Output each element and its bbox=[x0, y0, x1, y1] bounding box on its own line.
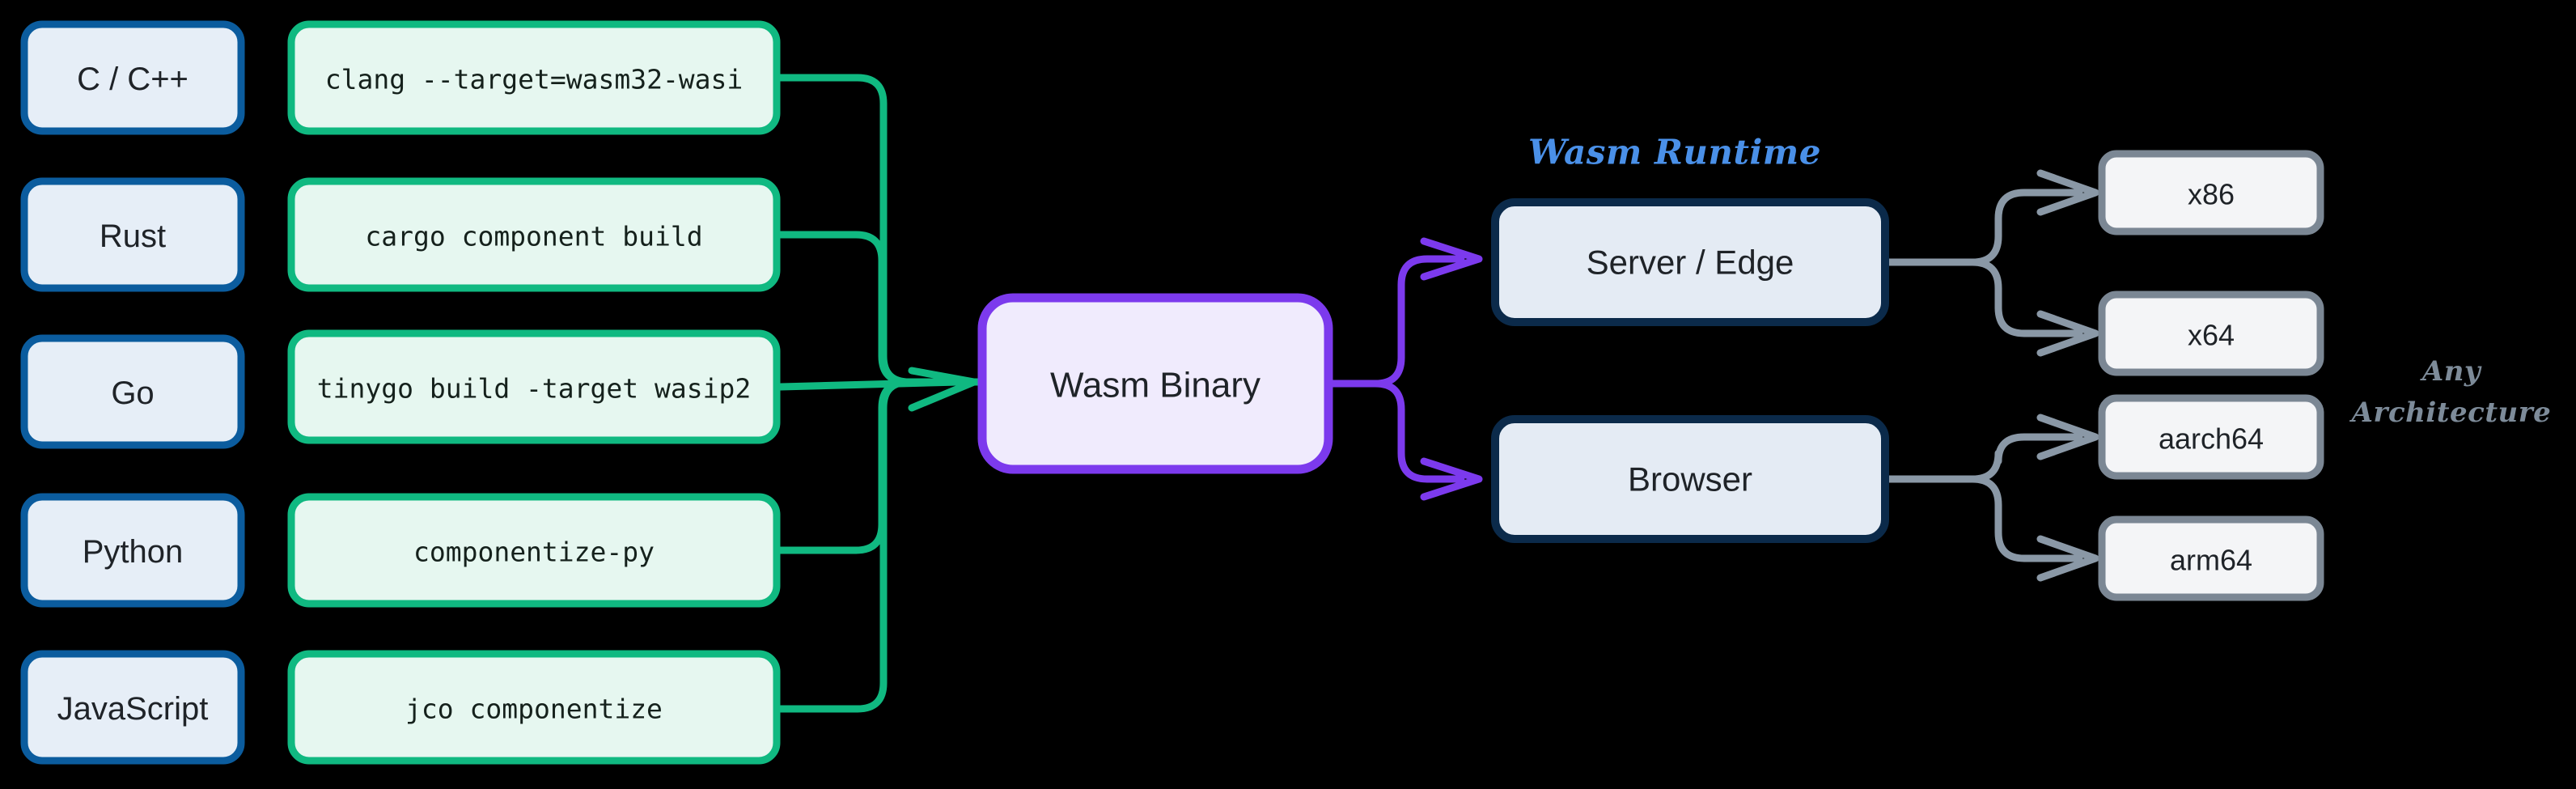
arrowhead-into-server-edge bbox=[1420, 237, 1483, 281]
node-language-2[interactable]: Go bbox=[20, 334, 245, 449]
edge-browser-to-arm64 bbox=[1968, 475, 2083, 562]
runtime-nodes-group: Server / Edge Browser bbox=[1491, 198, 1889, 543]
arrowhead-into-aarch64 bbox=[2036, 414, 2099, 460]
edge-componentize-py-to-binary bbox=[777, 378, 963, 554]
node-architecture-x64[interactable]: x64 bbox=[2098, 291, 2324, 376]
language-nodes-group: C / C++ Rust Go Python JavaScript bbox=[20, 20, 245, 765]
any-architecture-annotation-line2: Architecture bbox=[2349, 397, 2552, 429]
edge-server-edge-to-x86 bbox=[1968, 189, 2083, 266]
node-wasm-binary[interactable]: Wasm Binary bbox=[977, 293, 1333, 474]
edge-server-edge-to-x64 bbox=[1968, 258, 2083, 337]
node-architecture-x64-box[interactable] bbox=[2098, 291, 2324, 376]
node-language-3-box[interactable] bbox=[20, 493, 245, 608]
node-language-1-box[interactable] bbox=[20, 177, 245, 292]
node-language-3[interactable]: Python bbox=[20, 493, 245, 608]
node-command-2-box[interactable] bbox=[287, 329, 781, 444]
node-language-0-box[interactable] bbox=[20, 20, 245, 135]
wasm-runtime-annotation: Wasm Runtime bbox=[1528, 133, 1821, 172]
node-command-0[interactable]: clang --target=wasm32-wasi bbox=[287, 20, 781, 135]
node-architecture-x86[interactable]: x86 bbox=[2098, 150, 2324, 235]
node-command-4[interactable]: jco componentize bbox=[287, 650, 781, 765]
node-runtime-server-edge[interactable]: Server / Edge bbox=[1491, 198, 1889, 326]
edge-clang-to-binary bbox=[777, 74, 963, 386]
edges-commands-to-binary bbox=[777, 74, 982, 713]
arrowhead-into-x86 bbox=[2036, 169, 2099, 216]
node-runtime-browser-box[interactable] bbox=[1491, 415, 1889, 543]
arrowhead-into-x64 bbox=[2036, 310, 2099, 357]
edge-cargo-to-binary bbox=[777, 231, 963, 386]
node-language-4[interactable]: JavaScript bbox=[20, 650, 245, 765]
node-architecture-aarch64-box[interactable] bbox=[2098, 394, 2324, 480]
edges-server-to-architectures bbox=[1883, 169, 2099, 357]
edge-browser-to-aarch64 bbox=[1968, 433, 2083, 483]
node-language-0[interactable]: C / C++ bbox=[20, 20, 245, 135]
edge-jco-to-binary bbox=[777, 378, 963, 713]
architecture-nodes-group: x86 x64 aarch64 arm64 bbox=[2098, 150, 2324, 601]
any-architecture-annotation-line1: Any bbox=[2420, 355, 2482, 388]
node-command-1[interactable]: cargo component build bbox=[287, 177, 781, 292]
node-architecture-arm64[interactable]: arm64 bbox=[2098, 515, 2324, 601]
node-language-1[interactable]: Rust bbox=[20, 177, 245, 292]
node-command-2[interactable]: tinygo build -target wasip2 bbox=[287, 329, 781, 444]
node-wasm-binary-box[interactable] bbox=[977, 293, 1333, 474]
edges-browser-to-architectures bbox=[1883, 414, 2099, 582]
any-architecture-annotation: Any Architecture bbox=[2349, 355, 2552, 429]
node-command-1-box[interactable] bbox=[287, 177, 781, 292]
node-command-4-box[interactable] bbox=[287, 650, 781, 765]
node-language-2-box[interactable] bbox=[20, 334, 245, 449]
node-architecture-aarch64[interactable]: aarch64 bbox=[2098, 394, 2324, 480]
edge-binary-to-server-edge bbox=[1328, 255, 1465, 388]
node-command-0-box[interactable] bbox=[287, 20, 781, 135]
arrowhead-into-arm64 bbox=[2036, 535, 2099, 582]
node-runtime-browser[interactable]: Browser bbox=[1491, 415, 1889, 543]
node-language-4-box[interactable] bbox=[20, 650, 245, 765]
node-command-3-box[interactable] bbox=[287, 493, 781, 608]
edge-binary-to-browser bbox=[1328, 380, 1465, 483]
arrowhead-into-browser bbox=[1420, 457, 1483, 501]
arrowhead-into-binary bbox=[908, 367, 978, 412]
node-runtime-server-edge-box[interactable] bbox=[1491, 198, 1889, 326]
edges-binary-to-runtimes bbox=[1328, 237, 1483, 501]
node-architecture-x86-box[interactable] bbox=[2098, 150, 2324, 235]
node-command-3[interactable]: componentize-py bbox=[287, 493, 781, 608]
command-nodes-group: clang --target=wasm32-wasi cargo compone… bbox=[287, 20, 781, 765]
node-architecture-arm64-box[interactable] bbox=[2098, 515, 2324, 601]
